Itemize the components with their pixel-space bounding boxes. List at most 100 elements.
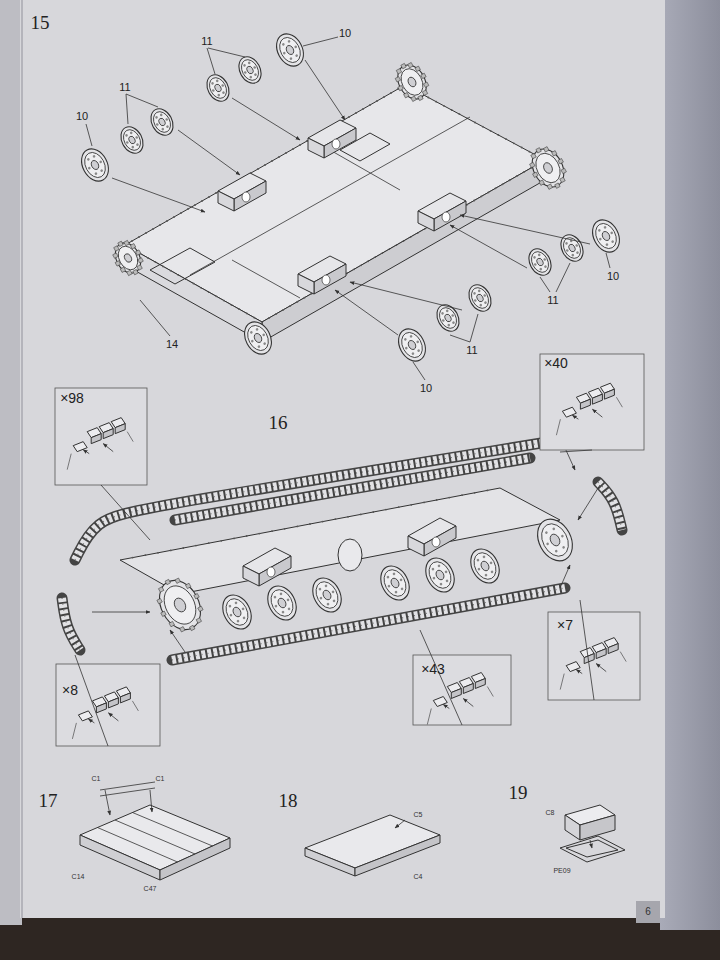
road-wheel xyxy=(239,317,277,359)
rivet xyxy=(516,175,518,177)
line-art xyxy=(548,612,640,700)
rivet xyxy=(348,116,350,118)
line-art xyxy=(539,180,544,185)
line-art xyxy=(452,321,456,325)
line-art xyxy=(172,588,565,660)
line-art xyxy=(392,60,432,104)
line-art xyxy=(565,242,569,246)
rivet xyxy=(396,244,398,246)
rivet xyxy=(238,308,240,310)
track-link xyxy=(463,684,473,694)
road-wheel xyxy=(531,513,580,567)
line-art xyxy=(114,246,119,251)
line-art xyxy=(276,597,287,609)
rivet xyxy=(215,192,217,194)
track-link xyxy=(475,679,485,689)
assembly-arrow xyxy=(395,820,405,828)
line-art xyxy=(425,558,456,592)
rivet xyxy=(282,309,284,311)
leader-line xyxy=(86,124,92,146)
assembly-arrow xyxy=(150,790,152,812)
line-art xyxy=(180,627,185,632)
rivet xyxy=(159,224,161,226)
rivet xyxy=(177,274,179,276)
quantity-mark: ×8 xyxy=(62,683,78,697)
detail-inset xyxy=(55,388,150,540)
line-art xyxy=(294,45,298,49)
line-art xyxy=(389,577,400,589)
line-art xyxy=(441,312,445,316)
line-art xyxy=(235,53,266,87)
line-art xyxy=(387,584,391,588)
track-link xyxy=(596,649,606,659)
rivet xyxy=(208,291,210,293)
line-art xyxy=(598,229,602,233)
rivet xyxy=(488,192,490,194)
rivet xyxy=(215,295,217,297)
leader-line xyxy=(556,263,570,292)
assembly-arrow xyxy=(592,409,602,417)
line-art xyxy=(548,532,562,547)
part-number: 14 xyxy=(166,339,178,350)
line-art xyxy=(285,44,295,56)
line-art xyxy=(434,569,445,581)
line-art xyxy=(129,131,133,135)
road-wheel xyxy=(149,571,212,640)
track-run xyxy=(175,458,530,520)
line-art xyxy=(124,240,129,245)
rivet xyxy=(513,142,515,144)
part-number: 10 xyxy=(420,383,432,394)
rivet xyxy=(474,122,476,124)
rivet xyxy=(170,270,172,272)
assembly-arrow xyxy=(178,130,240,175)
line-art xyxy=(135,250,140,255)
line-art xyxy=(312,578,343,612)
line-art xyxy=(413,655,511,725)
line-art xyxy=(442,319,446,323)
bogie-side xyxy=(434,201,466,231)
road-wheel xyxy=(465,544,505,588)
line-art xyxy=(244,322,273,354)
rivet xyxy=(304,297,306,299)
line-art xyxy=(540,354,644,450)
line-art xyxy=(465,281,496,315)
line-art xyxy=(117,123,148,157)
part-number: 10 xyxy=(339,28,351,39)
rivet xyxy=(372,511,374,513)
line-art xyxy=(432,537,440,547)
line-art xyxy=(533,256,537,260)
line-art xyxy=(445,309,449,313)
line-art xyxy=(420,553,460,597)
line-art xyxy=(416,340,420,344)
line-art xyxy=(222,595,253,629)
line-art xyxy=(186,583,191,588)
assembly-arrow xyxy=(460,215,590,244)
line-art xyxy=(394,590,398,594)
line-art xyxy=(125,134,129,138)
quantity-mark: ×7 xyxy=(557,618,573,632)
line-art xyxy=(451,314,455,318)
rivet xyxy=(296,301,298,303)
line-art xyxy=(123,253,133,264)
line-art xyxy=(286,598,290,602)
line-art xyxy=(531,153,536,158)
line-art xyxy=(603,226,607,230)
rivet xyxy=(461,494,463,496)
line-art xyxy=(561,168,566,173)
part-number: 10 xyxy=(76,111,88,122)
line-art xyxy=(592,220,621,252)
assembly-arrow xyxy=(572,415,578,419)
track-link xyxy=(120,693,130,703)
rivet xyxy=(182,547,184,549)
line-art xyxy=(289,57,293,61)
line-art xyxy=(392,572,396,576)
line-art xyxy=(282,43,286,47)
line-art xyxy=(81,149,110,181)
rivet xyxy=(132,557,134,559)
rivet xyxy=(322,521,324,523)
line-art xyxy=(267,567,275,577)
line-art xyxy=(150,109,174,136)
rivet xyxy=(353,268,355,270)
bogie-side xyxy=(234,181,266,211)
